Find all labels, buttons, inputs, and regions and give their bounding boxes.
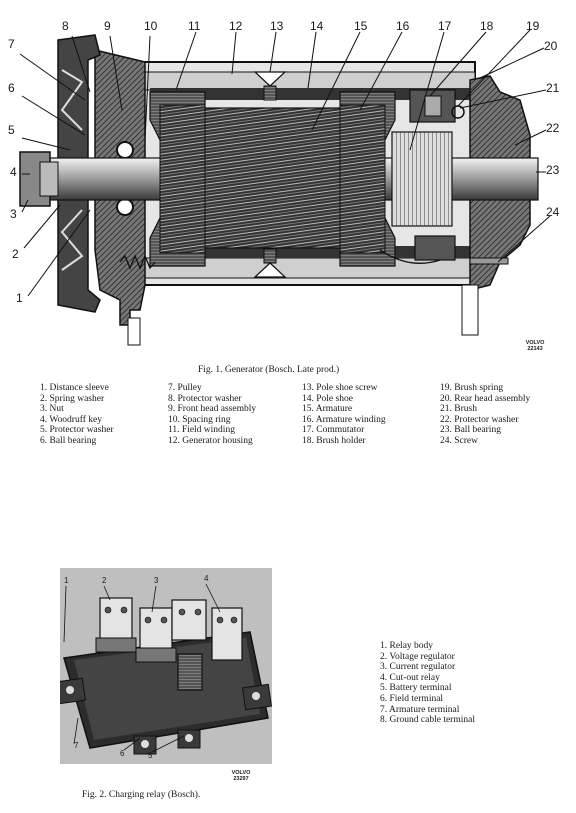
legend-item: 4. Woodruff key [40, 414, 102, 425]
callout-number: 21 [546, 81, 560, 95]
legend-item: 7. Pulley [168, 383, 202, 393]
volvo-stamp: VOLVO 22143 [520, 340, 550, 352]
callout-number: 15 [354, 19, 368, 33]
legend-item: 20. Rear head assembly [440, 393, 531, 404]
callout-number: 4 [204, 574, 209, 583]
callout-number: 9 [104, 19, 111, 33]
callout-number: 6 [8, 81, 15, 95]
callout-number: 5 [8, 123, 15, 137]
callout-number: 2 [102, 576, 107, 585]
legend-item: 6. Ball bearing [40, 435, 97, 446]
legend-item: 6. Field terminal [380, 693, 444, 704]
callout-number: 1 [64, 576, 69, 585]
figure1-legend-col-3: 13. Pole shoe screw 14. Pole shoe 15. Ar… [302, 383, 386, 447]
legend-item: 5. Battery terminal [380, 683, 452, 694]
callout-number: 7 [74, 741, 79, 750]
stamp-number: 22143 [527, 346, 543, 352]
callout-number: 11 [188, 19, 201, 33]
legend-item: 2. Spring washer [40, 393, 105, 404]
callout-number: 16 [396, 19, 410, 33]
legend-item: 23. Ball bearing [440, 425, 501, 436]
figure1-legend-col-1: 1. Distance sleeve 2. Spring washer 3. N… [40, 383, 114, 447]
callout-number: 24 [546, 205, 560, 219]
callout-number: 13 [270, 19, 284, 33]
callout-number: 1 [16, 291, 23, 305]
legend-item: 5. Protector washer [40, 425, 114, 436]
stamp-brand: VOLVO [231, 770, 251, 776]
callout-number: 19 [526, 19, 540, 33]
callout-number: 17 [438, 19, 452, 33]
legend-item: 4. Cut-out relay [380, 672, 440, 683]
legend-item: 7. Armature terminal [380, 704, 460, 715]
legend-item: 18. Brush holder [302, 435, 366, 446]
legend-item: 3. Nut [40, 404, 64, 415]
callout-number: 7 [8, 37, 15, 51]
legend-item: 14. Pole shoe [302, 393, 353, 404]
legend-item: 8. Protector washer [168, 393, 242, 404]
callout-number: 4 [10, 165, 17, 179]
callout-number: 14 [310, 19, 324, 33]
legend-item: 21. Brush [440, 404, 477, 415]
callout-number: 3 [10, 207, 17, 221]
figure1-caption: Fig. 1. Generator (Bosch. Late prod.) [198, 365, 340, 375]
legend-item: 3. Current regulator [380, 662, 456, 673]
legend-item: 1. Distance sleeve [40, 383, 109, 393]
callout-number: 5 [148, 751, 153, 760]
stamp-brand: VOLVO [525, 340, 545, 346]
generator-cutaway-illustration [19, 29, 551, 346]
callout-number: 12 [229, 19, 243, 33]
legend-item: 1. Relay body [380, 641, 434, 651]
legend-item: 19. Brush spring [440, 383, 504, 393]
legend-item: 17. Commutator [302, 425, 365, 436]
charging-relay-photo [60, 568, 272, 764]
volvo-stamp: VOLVO 23297 [226, 770, 256, 782]
callout-number: 2 [12, 247, 19, 261]
legend-item: 24. Screw [440, 435, 478, 446]
callout-number: 10 [144, 19, 158, 33]
legend-item: 15. Armature [302, 404, 353, 415]
callout-number: 20 [544, 39, 558, 53]
legend-item: 16. Armature winding [302, 414, 386, 425]
legend-item: 13. Pole shoe screw [302, 383, 378, 393]
callout-number: 18 [480, 19, 494, 33]
legend-item: 11. Field winding [168, 425, 235, 436]
figure2-caption: Fig. 2. Charging relay (Bosch). [82, 790, 201, 800]
callout-number: 22 [546, 121, 560, 135]
callout-number: 23 [546, 163, 560, 177]
figure2-legend: 1. Relay body 2. Voltage regulator 3. Cu… [380, 641, 475, 726]
figure1-legend-col-4: 19. Brush spring 20. Rear head assembly … [440, 383, 530, 447]
legend-item: 8. Ground cable terminal [380, 715, 475, 726]
legend-item: 12. Generator housing [168, 435, 253, 446]
callout-number: 3 [154, 576, 159, 585]
legend-item: 10. Spacing ring [168, 414, 231, 425]
stamp-number: 23297 [233, 776, 249, 782]
callout-number: 6 [120, 749, 125, 758]
legend-item: 2. Voltage regulator [380, 651, 455, 662]
legend-item: 9. Front head assembly [168, 404, 257, 415]
callout-number: 8 [62, 19, 69, 33]
legend-item: 22. Protector washer [440, 414, 519, 425]
figure1-legend-col-2: 7. Pulley 8. Protector washer 9. Front h… [168, 383, 256, 447]
